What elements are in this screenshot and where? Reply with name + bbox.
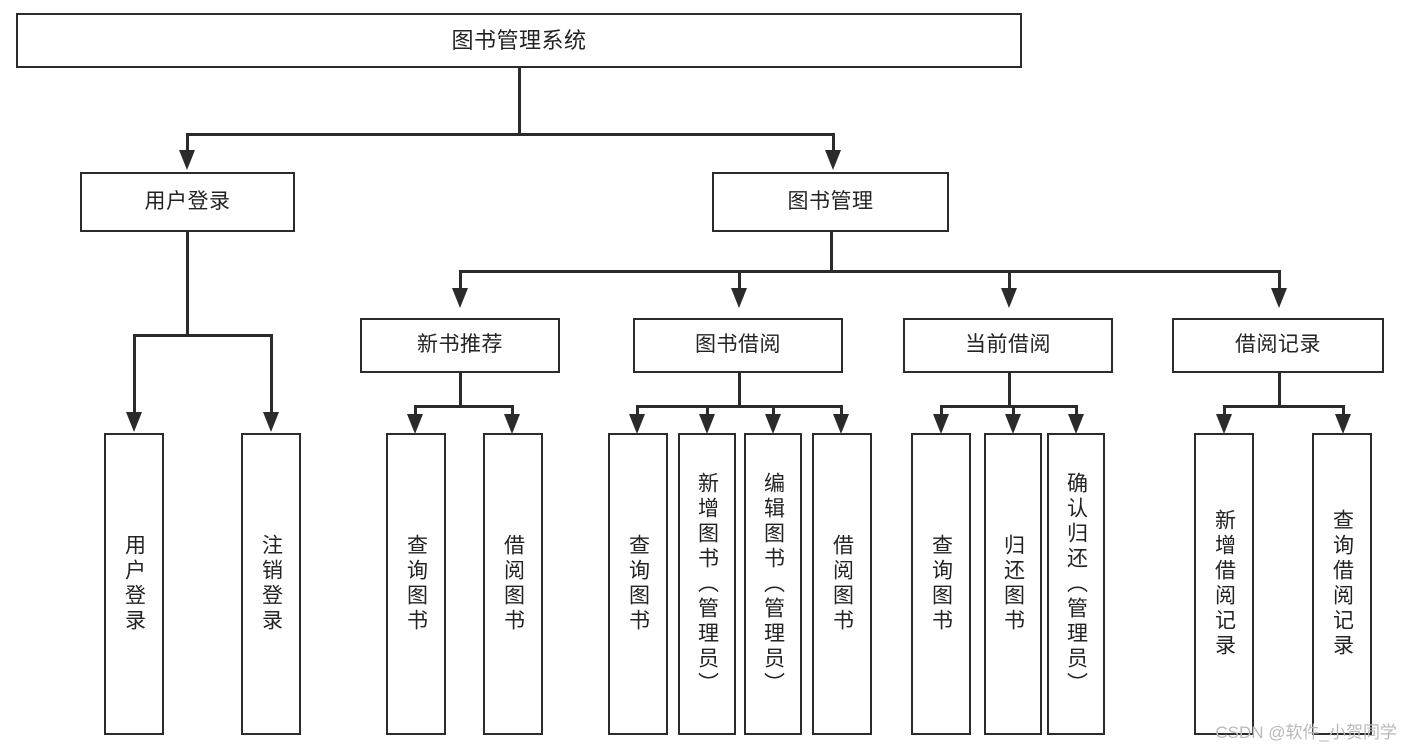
node-label: 归还图书 <box>1001 534 1025 634</box>
node-user-login[interactable]: 用户登录 <box>80 172 295 232</box>
connector-book-manage-to-new-book <box>459 270 462 292</box>
node-label: 确认归还（管理员） <box>1064 471 1088 697</box>
connector-book-manage-stem <box>830 232 833 272</box>
connector-borrow-record-bus <box>1223 405 1343 408</box>
arrowhead-current-borrow-leaf-1 <box>933 414 949 434</box>
leaf-borrow-book[interactable]: 借阅图书 <box>812 433 872 735</box>
node-current-borrow[interactable]: 当前借阅 <box>903 318 1113 373</box>
node-borrow-record[interactable]: 借阅记录 <box>1172 318 1384 373</box>
arrowhead-book-borrow-leaf-4 <box>833 414 849 434</box>
leaf-query-book-current[interactable]: 查询图书 <box>911 433 971 735</box>
node-label: 注销登录 <box>259 534 283 634</box>
node-label: 查询图书 <box>929 534 953 634</box>
node-label: 新增借阅记录 <box>1212 509 1236 659</box>
leaf-query-borrow-record[interactable]: 查询借阅记录 <box>1312 433 1372 735</box>
node-label: 查询图书 <box>404 534 428 634</box>
connector-user-login-stem <box>186 232 189 336</box>
node-label: 新增图书（管理员） <box>695 471 719 697</box>
connector-current-borrow-leaf-2 <box>1012 405 1015 419</box>
node-label: 图书管理系统 <box>451 27 587 53</box>
connector-book-borrow-leaf-3 <box>772 405 775 419</box>
connector-book-borrow-leaf-2 <box>706 405 709 419</box>
arrowhead-book-borrow-leaf-1 <box>629 414 645 434</box>
connector-root-bus <box>186 133 834 136</box>
connector-book-borrow-stem <box>738 373 741 407</box>
connector-book-manage-to-borrow-record <box>1278 270 1281 292</box>
arrowhead-to-book-borrow <box>731 288 747 308</box>
leaf-user-login[interactable]: 用户登录 <box>104 433 164 735</box>
arrowhead-user-login-leaf-2 <box>263 412 279 432</box>
node-label: 用户登录 <box>122 534 146 634</box>
leaf-query-book-borrow[interactable]: 查询图书 <box>608 433 668 735</box>
node-book-borrow[interactable]: 图书借阅 <box>633 318 843 373</box>
arrowhead-to-new-book <box>452 288 468 308</box>
arrowhead-new-book-leaf-2 <box>504 414 520 434</box>
arrowhead-user-login-leaf-1 <box>126 412 142 432</box>
leaf-edit-book-admin[interactable]: 编辑图书（管理员） <box>744 433 802 735</box>
connector-root-to-user-login <box>186 133 189 155</box>
connector-user-login-leaf-1 <box>133 334 136 416</box>
connector-borrow-record-leaf-2 <box>1342 405 1345 419</box>
connector-user-login-leaf-2 <box>270 334 273 416</box>
node-label: 借阅图书 <box>501 534 525 634</box>
leaf-logout[interactable]: 注销登录 <box>241 433 301 735</box>
connector-book-manage-bus <box>459 270 1281 273</box>
arrowhead-new-book-leaf-1 <box>407 414 423 434</box>
connector-root-stem <box>518 68 521 135</box>
node-label: 查询图书 <box>626 534 650 634</box>
connector-book-borrow-bus <box>636 405 842 408</box>
connector-current-borrow-leaf-1 <box>940 405 943 419</box>
connector-book-manage-to-current-borrow <box>1008 270 1011 292</box>
arrowhead-to-borrow-record <box>1271 288 1287 308</box>
node-label: 图书借阅 <box>695 333 781 357</box>
connector-book-borrow-leaf-1 <box>636 405 639 419</box>
connector-current-borrow-stem <box>1008 373 1011 407</box>
arrowhead-borrow-record-leaf-2 <box>1335 414 1351 434</box>
connector-current-borrow-leaf-3 <box>1075 405 1078 419</box>
node-label: 编辑图书（管理员） <box>761 471 785 697</box>
leaf-add-book-admin[interactable]: 新增图书（管理员） <box>678 433 736 735</box>
leaf-add-borrow-record[interactable]: 新增借阅记录 <box>1194 433 1254 735</box>
arrowhead-borrow-record-leaf-1 <box>1216 414 1232 434</box>
leaf-confirm-return-admin[interactable]: 确认归还（管理员） <box>1047 433 1105 735</box>
leaf-borrow-book-recommend[interactable]: 借阅图书 <box>483 433 543 735</box>
arrowhead-current-borrow-leaf-3 <box>1068 414 1084 434</box>
node-label: 查询借阅记录 <box>1330 509 1354 659</box>
connector-new-book-stem <box>459 373 462 407</box>
node-book-management[interactable]: 图书管理 <box>712 172 949 232</box>
leaf-return-book[interactable]: 归还图书 <box>984 433 1042 735</box>
arrowhead-book-borrow-leaf-3 <box>765 414 781 434</box>
connector-new-book-leaf-1 <box>414 405 417 419</box>
node-label: 当前借阅 <box>965 333 1051 357</box>
leaf-query-book-recommend[interactable]: 查询图书 <box>386 433 446 735</box>
arrowhead-book-borrow-leaf-2 <box>699 414 715 434</box>
node-label: 图书管理 <box>787 189 874 213</box>
arrowhead-current-borrow-leaf-2 <box>1005 414 1021 434</box>
connector-borrow-record-leaf-1 <box>1223 405 1226 419</box>
connector-current-borrow-bus <box>940 405 1076 408</box>
watermark-text: CSDN @软件_小贺同学 <box>1215 723 1397 742</box>
connector-user-login-bus <box>133 334 273 337</box>
connector-borrow-record-stem <box>1278 373 1281 407</box>
arrowhead-to-user-login <box>179 150 195 170</box>
arrowhead-to-current-borrow <box>1001 288 1017 308</box>
node-root-system[interactable]: 图书管理系统 <box>16 13 1022 68</box>
connector-book-borrow-leaf-4 <box>840 405 843 419</box>
connector-new-book-leaf-2 <box>511 405 514 419</box>
node-new-book-recommend[interactable]: 新书推荐 <box>360 318 560 373</box>
node-label: 借阅记录 <box>1235 333 1321 357</box>
connector-root-to-book-manage <box>832 133 835 155</box>
connector-new-book-bus <box>414 405 512 408</box>
node-label: 新书推荐 <box>417 333 503 357</box>
arrowhead-to-book-manage <box>825 150 841 170</box>
node-label: 用户登录 <box>144 189 231 213</box>
connector-book-manage-to-book-borrow <box>738 270 741 292</box>
node-label: 借阅图书 <box>830 534 854 634</box>
